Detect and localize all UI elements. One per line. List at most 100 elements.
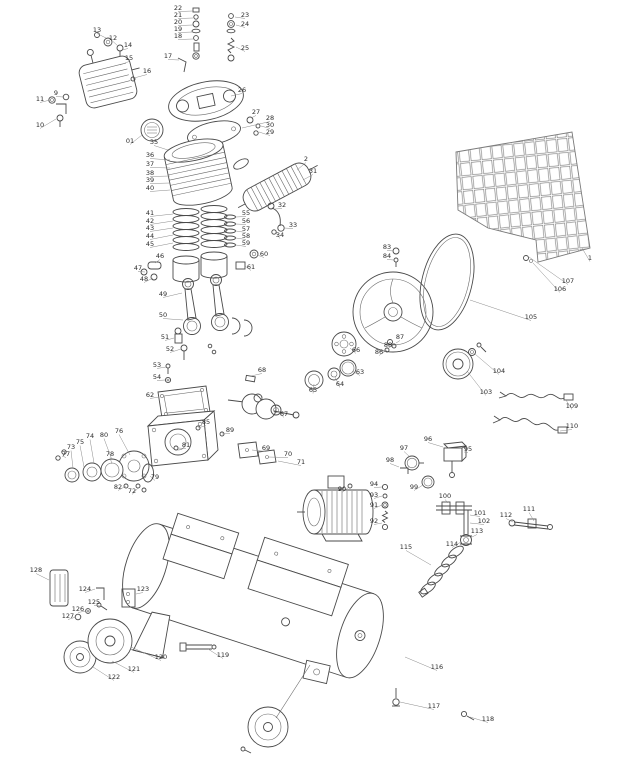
part-label: 65 bbox=[309, 386, 317, 394]
leader-line bbox=[274, 208, 283, 210]
part-label: 32 bbox=[278, 201, 286, 209]
leader-line bbox=[532, 262, 561, 293]
leader-line bbox=[149, 213, 174, 217]
part-label: 128 bbox=[30, 566, 42, 574]
electric-motor bbox=[297, 475, 374, 542]
leader-line bbox=[154, 259, 161, 264]
part-label: 119 bbox=[217, 651, 229, 659]
motor-platform bbox=[247, 536, 349, 617]
part-label: 19 bbox=[174, 25, 182, 33]
part-label: 41 bbox=[146, 209, 154, 217]
leader-line bbox=[469, 522, 485, 525]
part-label: 39 bbox=[146, 176, 154, 184]
leader-line bbox=[444, 499, 449, 504]
part-label: 47 bbox=[134, 264, 142, 272]
part-label: 115 bbox=[400, 543, 412, 551]
leader-line bbox=[528, 512, 535, 522]
part-label: 28 bbox=[266, 114, 274, 122]
leader-line bbox=[96, 33, 107, 39]
part-label: 17 bbox=[164, 52, 172, 60]
leader-line bbox=[235, 230, 247, 233]
leader-line bbox=[403, 451, 411, 458]
belt-guard bbox=[455, 131, 591, 263]
leader-line bbox=[277, 460, 302, 466]
motor-bolt-column bbox=[381, 483, 389, 531]
leader-line bbox=[177, 10, 194, 12]
part-label: 27 bbox=[252, 108, 260, 116]
leader-line bbox=[177, 24, 194, 26]
leader-line bbox=[244, 265, 252, 271]
leader-line bbox=[131, 486, 140, 495]
leader-line bbox=[296, 162, 307, 171]
part-label: 88 bbox=[384, 341, 392, 349]
part-label: 25 bbox=[241, 44, 249, 52]
part-label: 85 bbox=[202, 418, 210, 426]
leader-line bbox=[119, 61, 130, 66]
leader-line bbox=[373, 522, 383, 525]
cylinder-head bbox=[168, 80, 244, 122]
leader-line bbox=[474, 353, 500, 375]
part-label: 111 bbox=[523, 505, 535, 513]
leader-line bbox=[341, 486, 350, 493]
oil-plug bbox=[164, 363, 172, 384]
leader-line bbox=[149, 396, 160, 399]
handle-pad bbox=[49, 569, 69, 607]
leader-line bbox=[162, 292, 183, 298]
leader-line bbox=[149, 234, 174, 240]
part-label: 97 bbox=[400, 444, 408, 452]
part-label: 12 bbox=[109, 34, 117, 42]
leader-line bbox=[35, 573, 50, 581]
part-label: 59 bbox=[242, 239, 250, 247]
crankshaft bbox=[227, 374, 300, 420]
leader-line bbox=[251, 449, 267, 452]
axle-bolt bbox=[179, 642, 217, 652]
leader-line bbox=[177, 17, 194, 19]
wheels-left bbox=[63, 618, 133, 674]
leader-line bbox=[351, 370, 361, 376]
leader-line bbox=[250, 373, 263, 377]
leader-line bbox=[469, 716, 489, 723]
part-label: 58 bbox=[242, 232, 250, 240]
leader-line bbox=[149, 189, 171, 192]
leader-line bbox=[235, 244, 247, 247]
flywheel bbox=[352, 271, 434, 353]
part-label: 54 bbox=[153, 373, 161, 381]
part-label: 96 bbox=[424, 435, 432, 443]
leader-line bbox=[77, 610, 87, 613]
shaft-flange bbox=[331, 331, 357, 357]
piston-rings bbox=[172, 205, 228, 251]
leader-line bbox=[469, 514, 481, 517]
tank-leg bbox=[131, 611, 171, 659]
leader-line bbox=[451, 541, 462, 548]
leader-line bbox=[118, 434, 131, 456]
leader-line bbox=[234, 16, 246, 19]
part-label: 78 bbox=[106, 450, 114, 458]
leader-line bbox=[230, 93, 243, 97]
part-label: 53 bbox=[153, 361, 161, 369]
leader-line bbox=[250, 115, 257, 119]
part-label: 124 bbox=[79, 585, 91, 593]
part-label: 36 bbox=[146, 151, 154, 159]
part-label: 29 bbox=[266, 128, 274, 136]
leader-line bbox=[103, 438, 113, 461]
part-label: 93 bbox=[370, 491, 378, 499]
wheel-bracket bbox=[302, 659, 331, 685]
leader-line bbox=[378, 349, 388, 356]
air-tank bbox=[122, 512, 384, 685]
part-label: 67 bbox=[280, 410, 288, 418]
leader-line bbox=[112, 41, 119, 47]
leader-line bbox=[404, 656, 438, 671]
part-label: 62 bbox=[146, 391, 154, 399]
discharge-hose bbox=[418, 545, 464, 598]
part-label: 106 bbox=[554, 285, 566, 293]
part-label: 42 bbox=[146, 217, 154, 225]
part-label: 71 bbox=[297, 458, 305, 466]
leader-line bbox=[67, 616, 77, 620]
part-label: 01 bbox=[126, 137, 134, 145]
wheel-center bbox=[240, 664, 311, 754]
leader-line bbox=[70, 450, 74, 469]
leader-line bbox=[581, 247, 591, 262]
v-belt bbox=[419, 233, 475, 331]
leader-line bbox=[386, 250, 395, 252]
